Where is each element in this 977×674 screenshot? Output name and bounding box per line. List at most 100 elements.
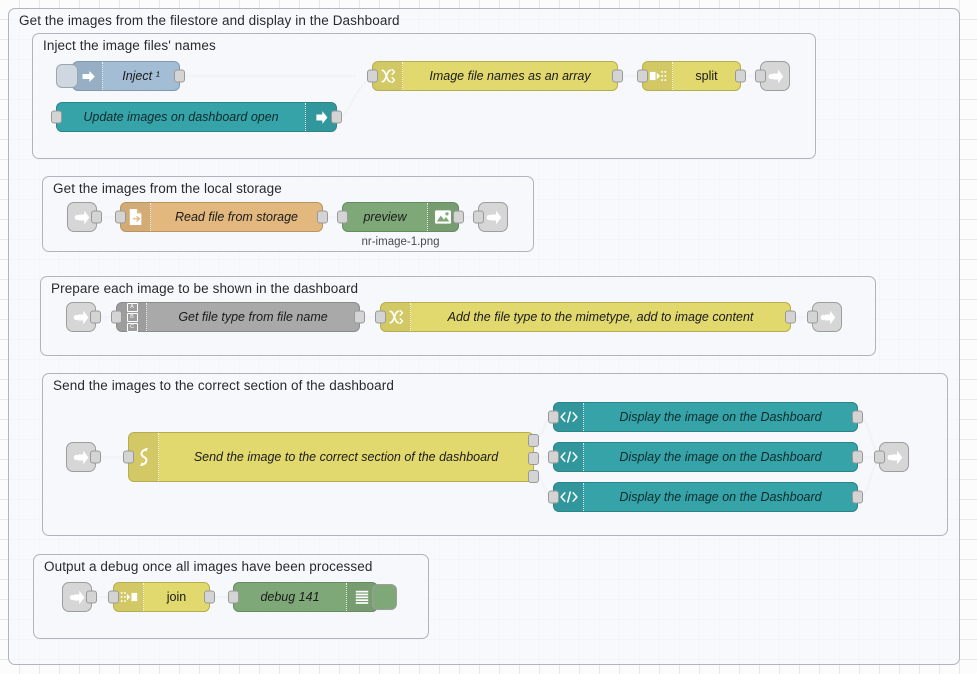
link-out-icon [486, 210, 501, 224]
port-out[interactable] [612, 69, 623, 83]
port-in[interactable] [548, 490, 559, 504]
node-link-in-5[interactable] [62, 582, 97, 612]
port-in[interactable] [548, 410, 559, 424]
file-in-icon-svg [129, 209, 142, 225]
node-join-label: join [166, 590, 187, 604]
node-add-mimetype-label: Add the file type to the mimetype, add t… [447, 310, 754, 324]
node-read-file[interactable]: Read file from storage [115, 202, 328, 232]
template-code-icon-svg [560, 491, 578, 503]
debug-lines-icon [346, 583, 377, 611]
port-out[interactable] [317, 210, 328, 224]
port-out[interactable] [204, 590, 215, 604]
link-out-icon [887, 450, 902, 464]
port-in[interactable] [375, 310, 386, 324]
node-preview-filename: nr-image-1.png [361, 236, 440, 248]
node-link-out-4[interactable] [874, 442, 909, 472]
port-in[interactable] [807, 310, 818, 324]
port-out[interactable] [453, 210, 464, 224]
node-template-2-label: Display the image on the Dashboard [619, 450, 822, 464]
template-code-icon [554, 483, 584, 511]
node-inject[interactable]: Inject ¹ [56, 61, 185, 91]
port-out[interactable] [354, 310, 365, 324]
port-out[interactable] [852, 450, 863, 464]
node-get-file-type-label: Get file type from file name [178, 310, 328, 324]
node-debug[interactable]: debug 141 [228, 582, 397, 612]
port-out[interactable] [174, 69, 185, 83]
port-out-2[interactable] [528, 452, 539, 465]
link-in-icon [69, 590, 84, 604]
port-out[interactable] [90, 310, 101, 324]
node-split-label: split [695, 69, 718, 83]
node-template-3[interactable]: Display the image on the Dashboard [548, 482, 863, 512]
image-icon-svg [435, 210, 451, 224]
port-in[interactable] [51, 110, 62, 124]
node-update-images[interactable]: Update images on dashboard open [51, 102, 342, 132]
port-out-1[interactable] [528, 434, 539, 447]
node-image-file-names-label: Image file names as an array [429, 69, 591, 83]
group-label-local-storage: Get the images from the local storage [53, 181, 282, 196]
port-in[interactable] [367, 69, 378, 83]
port-in[interactable] [123, 450, 134, 464]
debug-enable-toggle[interactable] [372, 584, 397, 610]
port-in[interactable] [755, 69, 766, 83]
function-icon [381, 303, 411, 331]
port-out[interactable] [91, 210, 102, 224]
join-icon-svg [120, 592, 138, 602]
file-in-icon [121, 203, 151, 231]
port-out[interactable] [735, 69, 746, 83]
node-link-out-3[interactable] [807, 302, 842, 332]
port-out-3[interactable] [528, 470, 539, 483]
inject-arrow-icon [73, 62, 103, 90]
inject-trigger-button[interactable] [56, 64, 78, 88]
split-icon-svg [649, 71, 667, 81]
node-link-in-3[interactable] [66, 302, 101, 332]
port-in[interactable] [548, 450, 559, 464]
port-in[interactable] [874, 450, 885, 464]
link-out-icon [820, 310, 835, 324]
port-out[interactable] [90, 450, 101, 464]
node-link-out-2[interactable] [473, 202, 508, 232]
node-join[interactable]: join [108, 582, 215, 612]
port-out[interactable] [785, 310, 796, 324]
group-label-inject: Inject the image files' names [43, 38, 216, 53]
link-in-icon [74, 210, 89, 224]
port-in[interactable] [473, 210, 484, 224]
group-label-send-section: Send the images to the correct section o… [53, 378, 394, 393]
template-code-icon [554, 443, 584, 471]
link-out-icon [768, 69, 783, 83]
port-in[interactable] [337, 210, 348, 224]
port-out[interactable] [852, 490, 863, 504]
port-in[interactable] [637, 69, 648, 83]
node-inject-label: Inject ¹ [122, 69, 160, 83]
link-in-icon [73, 450, 88, 464]
node-switch-label: Send the image to the correct section of… [193, 450, 499, 464]
switch-icon-svg [140, 447, 148, 467]
node-image-file-names[interactable]: Image file names as an array [367, 61, 623, 91]
node-split[interactable]: split [637, 61, 746, 91]
port-out[interactable] [86, 590, 97, 604]
node-preview[interactable]: preview nr-image-1.png [337, 202, 464, 248]
node-link-in-4[interactable] [66, 442, 101, 472]
link-out-arrow-icon [305, 103, 336, 131]
node-link-in-2[interactable] [67, 202, 102, 232]
port-in[interactable] [111, 310, 122, 324]
port-out[interactable] [852, 410, 863, 424]
template-code-icon-svg [560, 451, 578, 463]
node-add-mimetype[interactable]: Add the file type to the mimetype, add t… [375, 302, 796, 332]
port-out[interactable] [331, 110, 342, 124]
switch-icon [129, 433, 159, 481]
node-link-out-1[interactable] [755, 61, 790, 91]
port-in[interactable] [228, 590, 239, 604]
join-icon [114, 583, 144, 611]
node-template-2[interactable]: Display the image on the Dashboard [548, 442, 863, 472]
node-template-1[interactable]: Display the image on the Dashboard [548, 402, 863, 432]
group-inject[interactable]: Inject the image files' names [32, 33, 816, 159]
node-debug-label: debug 141 [260, 590, 320, 604]
node-switch[interactable]: Send the image to the correct section of… [123, 432, 539, 483]
link-in-icon [73, 310, 88, 324]
port-in[interactable] [115, 210, 126, 224]
port-in[interactable] [108, 590, 119, 604]
